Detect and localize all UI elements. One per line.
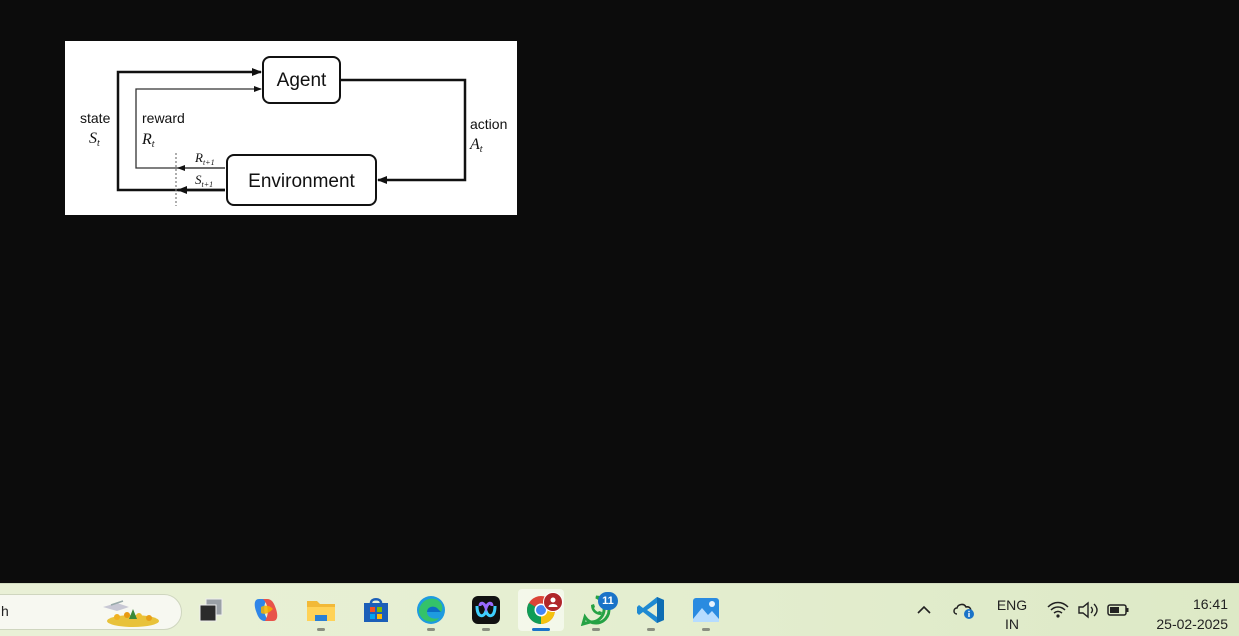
battery-icon <box>1107 604 1129 616</box>
folder-icon <box>307 601 335 621</box>
copilot-button[interactable] <box>243 589 289 631</box>
show-hidden-icons-button[interactable] <box>910 584 938 636</box>
environment-box <box>226 154 377 206</box>
edge-button[interactable] <box>408 589 454 631</box>
clock-time: 16:41 <box>1192 596 1228 612</box>
taskbar: h <box>0 583 1239 636</box>
reward-label: reward <box>142 110 185 126</box>
onedrive-button[interactable] <box>950 584 978 636</box>
vscode-button[interactable] <box>628 589 674 631</box>
vscode-icon <box>637 597 664 623</box>
language-indicator[interactable]: ENG IN <box>992 596 1032 634</box>
chrome-icon <box>527 596 555 624</box>
desktop: Agent Environment state St reward Rt act… <box>65 41 517 215</box>
wifi-icon <box>1047 601 1069 618</box>
photos-button[interactable] <box>683 589 729 631</box>
running-indicator <box>482 628 490 631</box>
rl-diagram-image: Agent Environment state St reward Rt act… <box>65 41 517 215</box>
running-indicator <box>647 628 655 631</box>
whatsapp-button[interactable]: 11 <box>573 589 619 631</box>
state-label: state <box>80 110 111 126</box>
task-view-icon <box>199 598 223 622</box>
notification-badge: 11 <box>598 592 618 610</box>
photos-icon <box>693 598 719 622</box>
running-indicator <box>592 628 600 631</box>
taskbar-search-box[interactable]: h <box>0 594 182 630</box>
microsoft-store-button[interactable] <box>353 589 399 631</box>
next-reward-symbol: Rt+1 <box>194 150 215 167</box>
quick-settings-button[interactable] <box>1044 584 1132 636</box>
agent-environment-loop-diagram: Agent Environment state St reward Rt act… <box>80 56 507 206</box>
running-indicator <box>317 628 325 631</box>
language-line2: IN <box>1005 616 1019 632</box>
running-indicator <box>427 628 435 631</box>
next-state-symbol: St+1 <box>195 172 213 189</box>
cloud-info-icon <box>953 603 974 619</box>
running-indicator <box>532 628 550 631</box>
profile-avatar-icon <box>543 592 563 612</box>
action-symbol: At <box>469 136 483 155</box>
agent-label: Agent <box>277 70 327 91</box>
copilot-icon <box>254 599 278 621</box>
action-arrow <box>340 78 467 184</box>
state-symbol: St <box>89 130 100 149</box>
clock-date: 25-02-2025 <box>1156 616 1228 632</box>
chrome-button[interactable] <box>518 589 564 631</box>
edge-icon <box>417 596 445 624</box>
reward-symbol: Rt <box>141 131 155 150</box>
webex-button[interactable] <box>463 589 509 631</box>
task-view-button[interactable] <box>188 589 234 631</box>
running-indicator <box>702 628 710 631</box>
store-icon <box>364 598 388 622</box>
clock[interactable]: 16:41 25-02-2025 <box>1140 594 1228 634</box>
language-line1: ENG <box>996 597 1028 613</box>
volume-icon <box>1078 601 1098 619</box>
chevron-up-icon <box>917 605 931 614</box>
file-explorer-button[interactable] <box>298 589 344 631</box>
action-label: action <box>470 116 507 132</box>
state-arrow <box>116 68 262 192</box>
webex-icon <box>472 596 500 624</box>
search-input-text[interactable]: h <box>1 603 9 619</box>
search-highlight-icon <box>103 600 159 627</box>
environment-label: Environment <box>248 171 355 192</box>
